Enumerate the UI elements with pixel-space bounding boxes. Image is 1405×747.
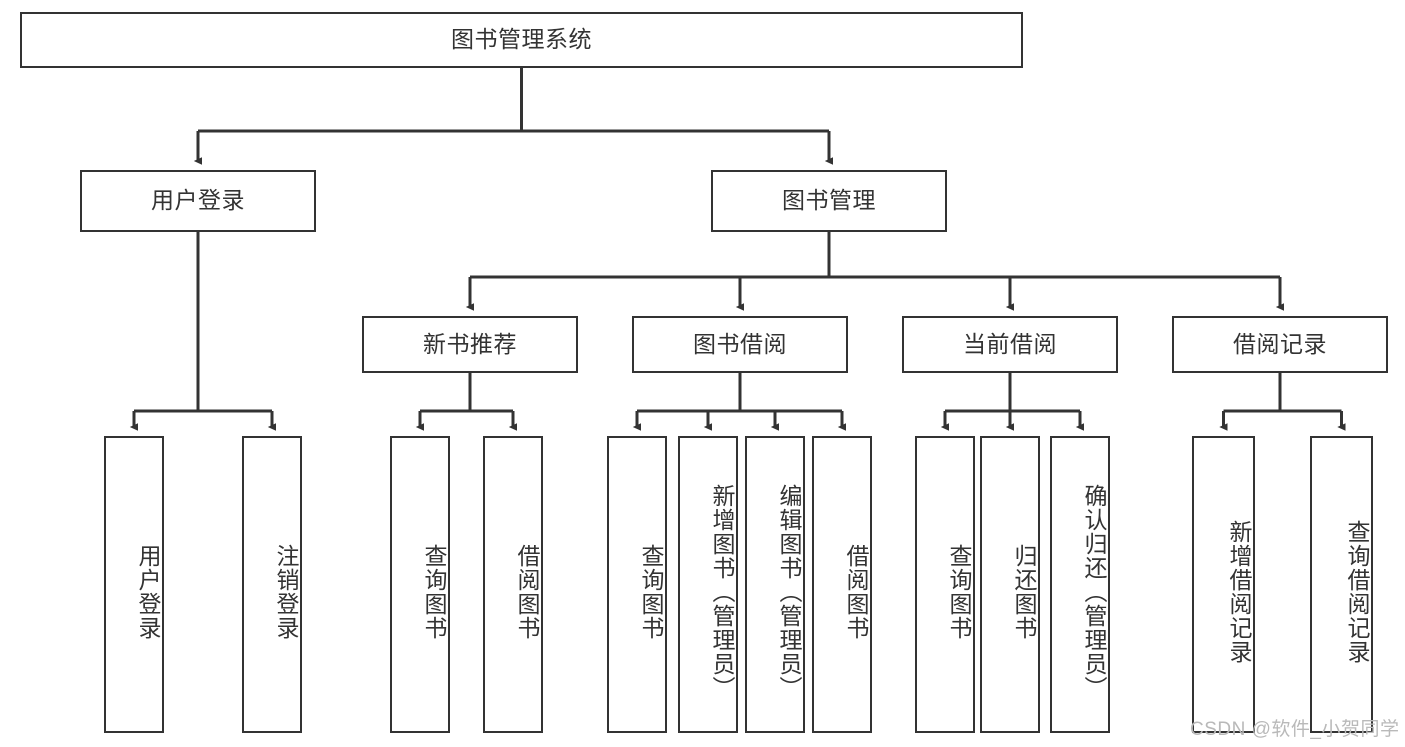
level2-node-box[interactable]: 图书管理 xyxy=(711,170,947,232)
leaf-node-box[interactable]: 编辑图书（管理员） xyxy=(745,436,805,733)
root-node-label: 图书管理系统 xyxy=(451,26,592,53)
leaf-node-label: 查询借阅记录 xyxy=(1344,519,1370,664)
level2-node-box[interactable]: 用户登录 xyxy=(80,170,316,232)
leaf-node-box[interactable]: 新增借阅记录 xyxy=(1192,436,1255,733)
leaf-node-label: 借阅图书 xyxy=(514,543,540,640)
leaf-node-label: 新增借阅记录 xyxy=(1226,519,1252,664)
level3-node-label: 新书推荐 xyxy=(423,330,517,357)
leaf-node-label: 注销登录 xyxy=(273,543,299,640)
leaf-node-box[interactable]: 查询图书 xyxy=(915,436,975,733)
level2-node-label: 用户登录 xyxy=(151,187,245,214)
level2-node-label: 图书管理 xyxy=(782,187,876,214)
leaf-node-label: 用户登录 xyxy=(135,543,161,640)
leaf-node-label: 归还图书 xyxy=(1011,543,1037,640)
level3-node-label: 图书借阅 xyxy=(693,330,787,357)
leaf-node-label: 查询图书 xyxy=(638,543,664,640)
leaf-node-box[interactable]: 借阅图书 xyxy=(812,436,872,733)
leaf-node-box[interactable]: 查询图书 xyxy=(607,436,667,733)
leaf-node-box[interactable]: 确认归还（管理员） xyxy=(1050,436,1110,733)
leaf-node-box[interactable]: 注销登录 xyxy=(242,436,302,733)
level3-node-label: 当前借阅 xyxy=(963,330,1057,357)
leaf-node-label: 借阅图书 xyxy=(843,543,869,640)
leaf-node-label: 查询图书 xyxy=(946,543,972,640)
csdn-watermark: CSDN @软件_小贺同学 xyxy=(1190,719,1400,740)
leaf-node-label: 查询图书 xyxy=(421,543,447,640)
leaf-node-box[interactable]: 归还图书 xyxy=(980,436,1040,733)
leaf-node-box[interactable]: 查询图书 xyxy=(390,436,450,733)
level3-node-box[interactable]: 图书借阅 xyxy=(632,316,848,373)
level3-node-box[interactable]: 借阅记录 xyxy=(1172,316,1388,373)
level3-node-box[interactable]: 新书推荐 xyxy=(362,316,578,373)
leaf-node-box[interactable]: 用户登录 xyxy=(104,436,164,733)
root-node-box[interactable]: 图书管理系统 xyxy=(20,12,1023,68)
leaf-node-box[interactable]: 借阅图书 xyxy=(483,436,543,733)
leaf-node-label: 新增图书（管理员） xyxy=(709,483,735,700)
leaf-node-label: 编辑图书（管理员） xyxy=(776,483,802,700)
level3-node-box[interactable]: 当前借阅 xyxy=(902,316,1118,373)
level3-node-label: 借阅记录 xyxy=(1233,330,1327,357)
leaf-node-box[interactable]: 新增图书（管理员） xyxy=(678,436,738,733)
leaf-node-box[interactable]: 查询借阅记录 xyxy=(1310,436,1373,733)
leaf-node-label: 确认归还（管理员） xyxy=(1081,483,1107,700)
